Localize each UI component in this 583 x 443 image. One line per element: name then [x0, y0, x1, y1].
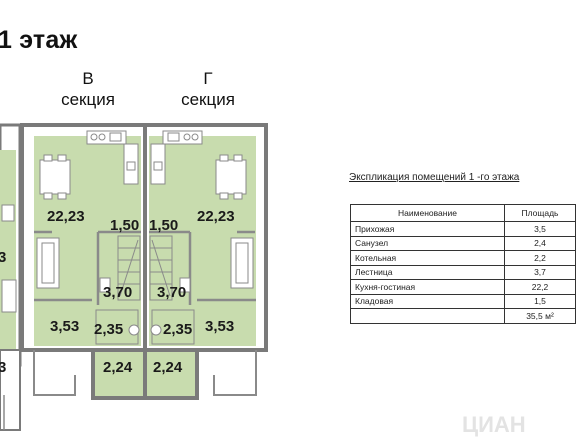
- dining-table-icon: [39, 159, 71, 195]
- room-area-label: 3,70: [103, 284, 132, 301]
- sofa-cushion-icon: [235, 242, 249, 284]
- room-area: 1,5: [504, 293, 576, 309]
- toilet-icon: [150, 324, 162, 336]
- chair-icon: [219, 154, 229, 162]
- dining-table-icon: [215, 159, 247, 195]
- boiler-icon: [179, 277, 191, 293]
- room-area-label: 1,50: [110, 217, 139, 234]
- room-area-label: 3,70: [157, 284, 186, 301]
- chair-icon: [219, 192, 229, 200]
- table-row: Кухня-гостиная 22,2: [350, 279, 576, 295]
- room-area-label: 2,24: [103, 359, 133, 376]
- staircase-icon: [117, 235, 173, 301]
- room-name: Котельная: [350, 250, 505, 266]
- room-area-label: 22,23: [197, 208, 235, 225]
- chair-icon: [233, 154, 243, 162]
- room-name: Лестница: [350, 264, 505, 280]
- chair-icon: [1, 204, 15, 222]
- section-g-word: секция: [181, 90, 235, 109]
- section-v-word: секция: [61, 90, 115, 109]
- stove-burner-icon: [90, 133, 98, 141]
- room-area-label: 3,53: [205, 318, 234, 335]
- room-area-label: 2,35: [163, 321, 192, 338]
- explication-title: Экспликация помещений 1 -го этажа: [349, 172, 520, 183]
- room-storage-g: [143, 348, 199, 400]
- room-area: 2,4: [504, 235, 576, 251]
- explication-table: Наименование Площадь Прихожая 3,5 Санузе…: [350, 204, 576, 324]
- room-area: 3,7: [504, 264, 576, 280]
- left-partial-unit: 3 3: [0, 123, 22, 431]
- appliance-icon: [126, 161, 136, 171]
- room-area-label: 1,50: [149, 217, 178, 234]
- section-v-letter: В: [82, 69, 94, 88]
- table-row: Прихожая 3,5: [350, 221, 576, 237]
- porch-right: [213, 350, 257, 396]
- interior-walls: [34, 230, 256, 305]
- room-area-label: 3: [0, 249, 6, 266]
- room-area-label: 3: [0, 359, 6, 376]
- total-area: 35,5 м²: [504, 308, 576, 324]
- table-row: Кладовая 1,5: [350, 293, 576, 309]
- room-area-label: 3,53: [50, 318, 79, 335]
- room-area: 3,5: [504, 221, 576, 237]
- watermark-logo: ЦИАН: [462, 412, 526, 437]
- floor-title: 1 этаж: [0, 26, 78, 54]
- room-name: Прихожая: [350, 221, 505, 237]
- room-area-label: 2,35: [94, 321, 123, 338]
- stove-burner-icon: [183, 133, 191, 141]
- room-name: Кладовая: [350, 293, 505, 309]
- column-header-name: Наименование: [350, 204, 505, 222]
- sofa-cushion-icon: [41, 242, 55, 284]
- stove-burner-icon: [98, 133, 106, 141]
- section-v-label: В секция: [48, 68, 128, 110]
- appliance-icon: [153, 161, 163, 171]
- room-area-label: 2,24: [153, 359, 183, 376]
- floor-plan: 3 3: [0, 123, 268, 431]
- chair-icon: [57, 154, 67, 162]
- room-area: 22,2: [504, 279, 576, 295]
- table-row: Санузел 2,4: [350, 235, 576, 251]
- room-area-label: 22,23: [47, 208, 85, 225]
- table-row: Котельная 2,2: [350, 250, 576, 266]
- room-name: Санузел: [350, 235, 505, 251]
- sink-icon: [167, 132, 180, 142]
- table-header-row: Наименование Площадь: [350, 204, 576, 222]
- total-label-cell: [350, 308, 505, 324]
- chair-icon: [57, 192, 67, 200]
- room-name: Кухня-гостиная: [350, 279, 505, 295]
- room-area: 2,2: [504, 250, 576, 266]
- toilet-icon: [128, 324, 140, 336]
- section-g-label: Г секция: [168, 68, 248, 110]
- sofa-icon: [1, 279, 17, 313]
- chair-icon: [43, 154, 53, 162]
- table-row: Лестница 3,7: [350, 264, 576, 280]
- table-total-row: 35,5 м²: [350, 308, 576, 324]
- boiler-icon: [99, 277, 111, 293]
- section-g-letter: Г: [203, 69, 213, 88]
- stove-burner-icon: [191, 133, 199, 141]
- chair-icon: [43, 192, 53, 200]
- porch-left: [33, 350, 76, 396]
- sink-icon: [109, 132, 122, 142]
- chair-icon: [233, 192, 243, 200]
- column-header-area: Площадь: [504, 204, 576, 222]
